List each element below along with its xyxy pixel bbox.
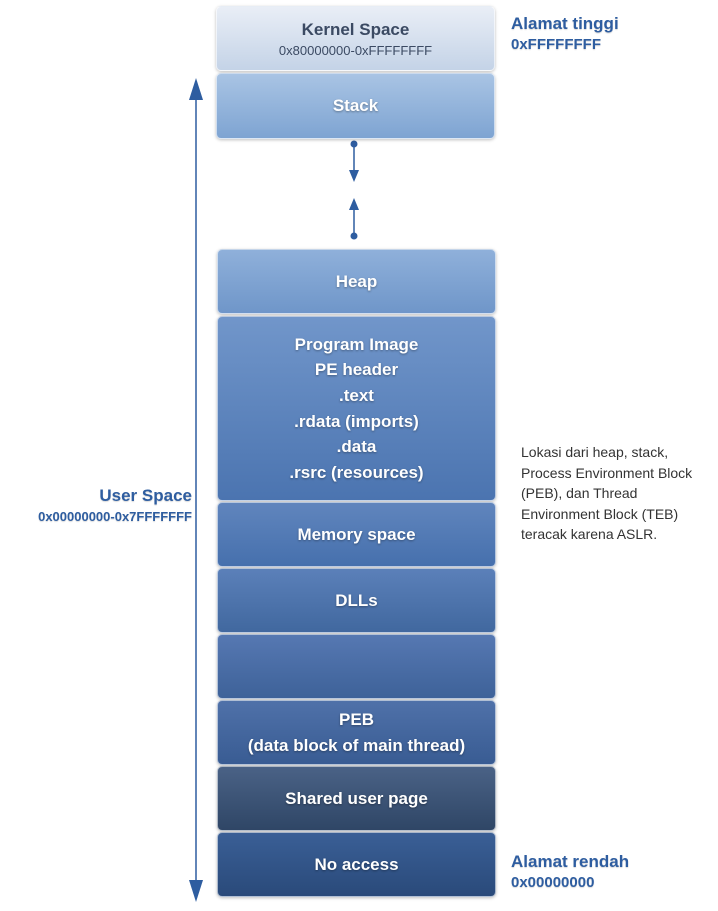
user-space-label: User Space 0x00000000-0x7FFFFFFF xyxy=(0,485,192,527)
program-image-block: Program Image PE header .text .rdata (im… xyxy=(217,316,496,501)
stack-label: Stack xyxy=(332,96,379,116)
shared-user-page-label: Shared user page xyxy=(285,788,428,808)
heap-growth-arrow-head xyxy=(349,198,359,210)
kernel-space-range: 0x80000000-0xFFFFFFFF xyxy=(278,43,433,59)
high-address-label: Alamat tinggi 0xFFFFFFFF xyxy=(511,13,619,55)
peb-title: PEB xyxy=(339,709,374,729)
user-space-arrow-top-head xyxy=(189,78,203,100)
high-address-title: Alamat tinggi xyxy=(511,14,619,33)
pe-header-label: PE header xyxy=(314,360,399,380)
high-address-value: 0xFFFFFFFF xyxy=(511,36,601,53)
heap-label: Heap xyxy=(335,271,378,291)
low-address-value: 0x00000000 xyxy=(511,874,595,891)
no-access-block: No access xyxy=(217,832,496,897)
memory-space-label: Memory space xyxy=(297,524,416,544)
user-space-range: 0x00000000-0x7FFFFFFF xyxy=(38,509,192,524)
kernel-space-block: Kernel Space 0x80000000-0xFFFFFFFF xyxy=(216,6,495,71)
dlls-label: DLLs xyxy=(335,590,378,610)
rdata-section-label: .rdata (imports) xyxy=(294,411,419,431)
stack-block: Stack xyxy=(216,73,495,139)
rsrc-section-label: .rsrc (resources) xyxy=(289,462,424,482)
empty-block xyxy=(217,634,496,699)
stack-growth-arrow-head xyxy=(349,170,359,182)
dlls-block: DLLs xyxy=(217,568,496,633)
aslr-note: Lokasi dari heap, stack, Process Environ… xyxy=(521,444,693,542)
low-address-title: Alamat rendah xyxy=(511,852,630,871)
peb-block: PEB (data block of main thread) xyxy=(217,700,496,765)
program-image-title: Program Image xyxy=(294,334,419,354)
kernel-space-title: Kernel Space xyxy=(301,19,410,39)
data-section-label: .data xyxy=(336,437,377,457)
user-space-title: User Space xyxy=(99,486,192,505)
shared-user-page-block: Shared user page xyxy=(217,766,496,831)
low-address-label: Alamat rendah 0x00000000 xyxy=(511,851,629,893)
text-section-label: .text xyxy=(339,385,374,405)
heap-block: Heap xyxy=(217,249,496,314)
peb-subtitle: (data block of main thread) xyxy=(247,735,466,755)
memory-space-block: Memory space xyxy=(217,502,496,567)
no-access-label: No access xyxy=(314,854,399,874)
user-space-arrow-bottom-head xyxy=(189,880,203,902)
